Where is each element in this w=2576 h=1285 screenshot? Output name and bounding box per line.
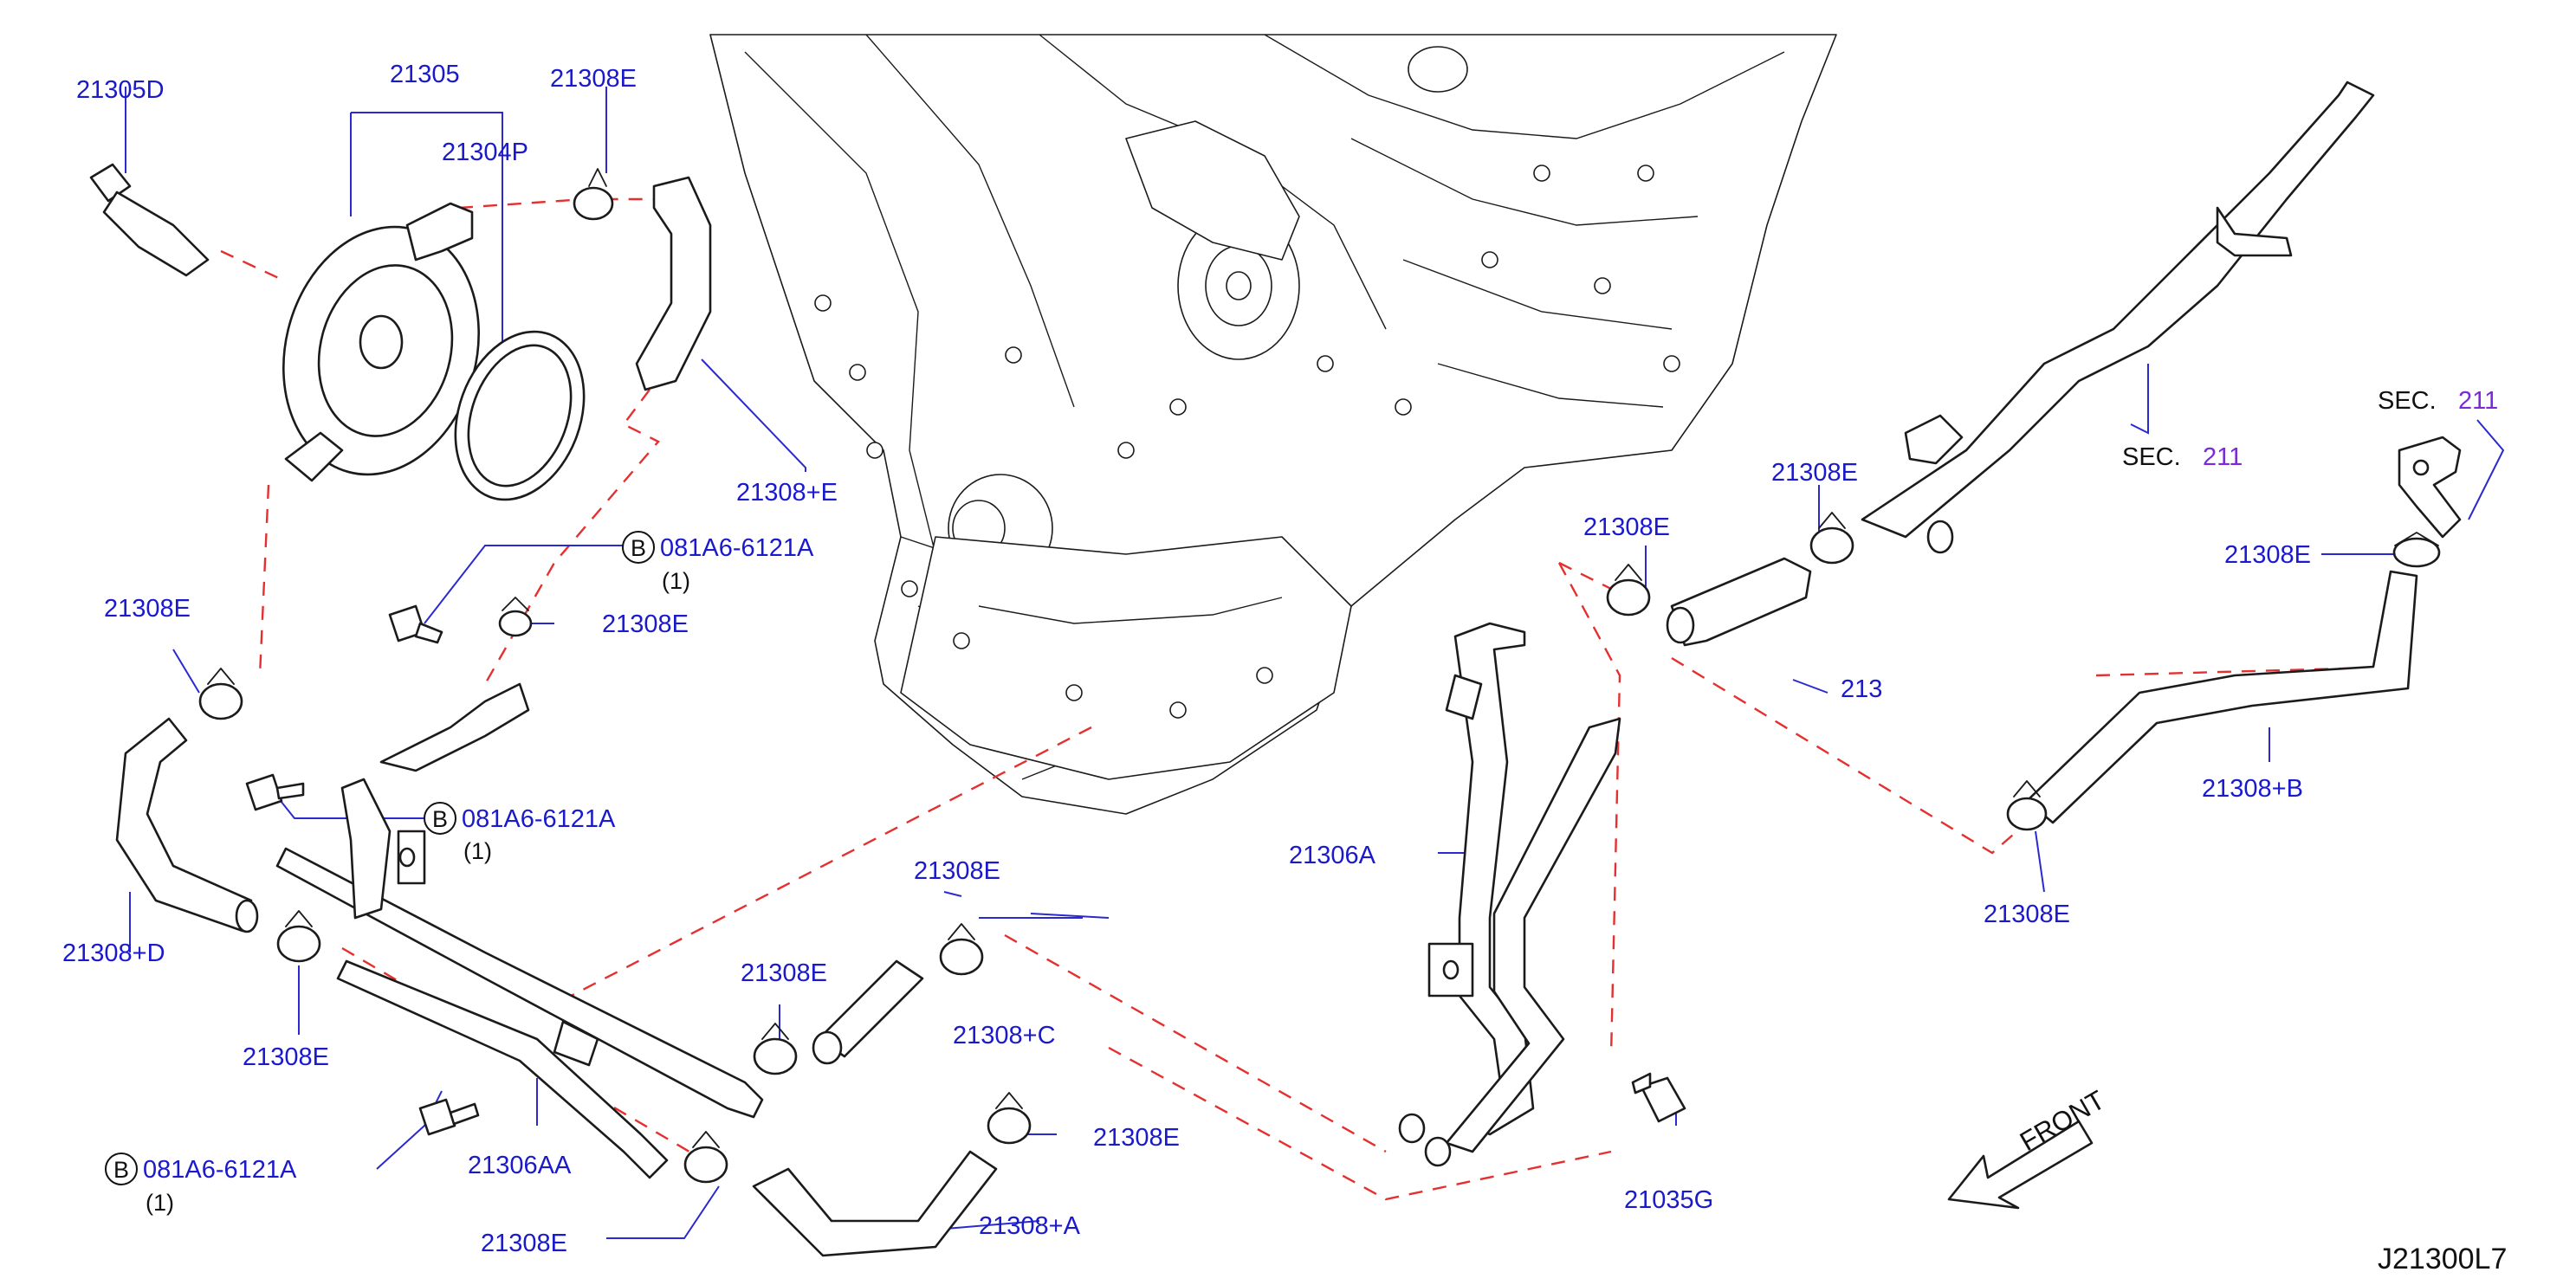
part-sec211-pipe[interactable] [1861, 81, 2375, 554]
callout-21308-cut[interactable]: 213 [1841, 675, 1882, 703]
callout-21308E-left[interactable]: 21308E [104, 595, 191, 623]
part-21308plusA-hose[interactable] [752, 1150, 998, 1257]
part-21308plusB-hose[interactable] [2025, 570, 2418, 824]
bolt-marker-top-letter: B [631, 535, 646, 561]
engine-block [709, 34, 1837, 815]
part-21308plusC-hose[interactable] [812, 959, 924, 1065]
part-21305D-fitting[interactable] [89, 163, 210, 277]
callout-21308E-far-right[interactable]: 21308E [2224, 541, 2311, 569]
part-21306A-water-pipe[interactable] [1398, 622, 1621, 1167]
callout-21305D[interactable]: 21305D [76, 76, 165, 104]
sec-label-2: SEC. [2378, 387, 2437, 415]
part-21305-oil-cooler[interactable] [256, 202, 506, 497]
callout-21308plusB[interactable]: 21308+B [2202, 775, 2303, 803]
part-21306AA-water-pipe[interactable] [275, 682, 764, 1179]
bolt-marker-top [622, 531, 655, 564]
part-bolt-top[interactable] [388, 604, 443, 644]
bolt-marker-bottom-letter: B [113, 1157, 129, 1183]
part-21308E-clip-mid[interactable] [498, 597, 533, 637]
part-21308E-clip-bottom[interactable] [683, 1131, 728, 1184]
callout-21308E-top[interactable]: 21308E [550, 65, 637, 93]
part-21308E-clip-far-right[interactable] [2392, 532, 2441, 568]
callout-21308plusD[interactable]: 21308+D [62, 940, 165, 967]
callout-21306A[interactable]: 21306A [1289, 842, 1376, 869]
part-21308-hose-right-upper[interactable] [1666, 557, 1812, 647]
callout-bolt-top-qty: (1) [662, 568, 690, 594]
front-arrow-icon [1947, 1120, 2094, 1210]
sec-label-1: SEC. [2122, 443, 2181, 471]
part-21308E-clip-center-a[interactable] [753, 1023, 798, 1075]
callout-21304P[interactable]: 21304P [442, 139, 528, 166]
callout-21308E-center-c[interactable]: 21308E [1093, 1124, 1180, 1152]
part-21308plusE-hose[interactable] [635, 176, 712, 391]
engine-bolt-holes [814, 165, 1680, 719]
callout-21308E-center-b[interactable]: 21308E [914, 857, 1000, 885]
callout-21035G[interactable]: 21035G [1624, 1186, 1713, 1214]
sec-ref-211-a[interactable]: 211 [2203, 443, 2243, 471]
diagram-code: J21300L7 [2378, 1243, 2507, 1275]
callout-bolt-mid-qty: (1) [463, 838, 492, 864]
callout-21308E-clip-mid[interactable]: 21308E [602, 610, 689, 638]
part-21035G-bolt[interactable] [1631, 1072, 1686, 1123]
callout-bolt-top-code[interactable]: 081A6-6121A [660, 534, 814, 562]
sec-ref-211-b[interactable]: 211 [2458, 387, 2498, 415]
callout-bolt-bottom-qty: (1) [146, 1190, 174, 1216]
part-21308E-clip-left[interactable] [198, 668, 243, 720]
callout-bolt-bottom-code[interactable]: 081A6-6121A [143, 1156, 297, 1184]
part-21308E-clip-right-b[interactable] [1809, 512, 1854, 565]
callout-bolt-mid-code[interactable]: 081A6-6121A [462, 805, 616, 833]
callout-21308plusC[interactable]: 21308+C [953, 1022, 1056, 1049]
part-bolt-bottom[interactable] [418, 1098, 480, 1136]
callout-21308plusE[interactable]: 21308+E [736, 479, 838, 507]
bolt-marker-mid-letter: B [432, 806, 448, 832]
bolt-marker-mid [424, 802, 456, 835]
part-21308E-clip-lower-left[interactable] [276, 910, 321, 963]
callout-21308E-bottom[interactable]: 21308E [481, 1230, 567, 1257]
callout-21305[interactable]: 21305 [390, 61, 460, 88]
part-21308E-clip-center-c[interactable] [987, 1092, 1032, 1145]
part-21308plusD-hose[interactable] [115, 717, 259, 933]
callout-21308E-right-bottom[interactable]: 21308E [1984, 901, 2070, 928]
part-21308E-clip-top[interactable] [573, 168, 614, 221]
callout-21308plusA[interactable]: 21308+A [979, 1212, 1081, 1240]
part-21308E-clip-right-bottom[interactable] [2006, 780, 2048, 831]
callout-21306AA[interactable]: 21306AA [468, 1152, 572, 1179]
callout-21308E-center-a[interactable]: 21308E [741, 959, 827, 987]
callout-21308E-right-b[interactable]: 21308E [1771, 459, 1858, 487]
part-21308E-clip-right-a[interactable] [1606, 564, 1651, 617]
callout-21308E-right-a[interactable]: 21308E [1583, 513, 1670, 541]
callout-labels: 21305D 21305 21304P 21308E 21308+E 21308… [62, 61, 2507, 1275]
part-21308E-clip-center-b[interactable] [939, 923, 984, 976]
part-sec211-fitting[interactable] [2398, 436, 2462, 539]
bolt-marker-bottom [105, 1153, 138, 1185]
callout-21308E-lower-left[interactable]: 21308E [243, 1043, 329, 1071]
part-bolt-mid[interactable] [245, 773, 305, 811]
part-21304P-gasket[interactable] [433, 313, 606, 518]
